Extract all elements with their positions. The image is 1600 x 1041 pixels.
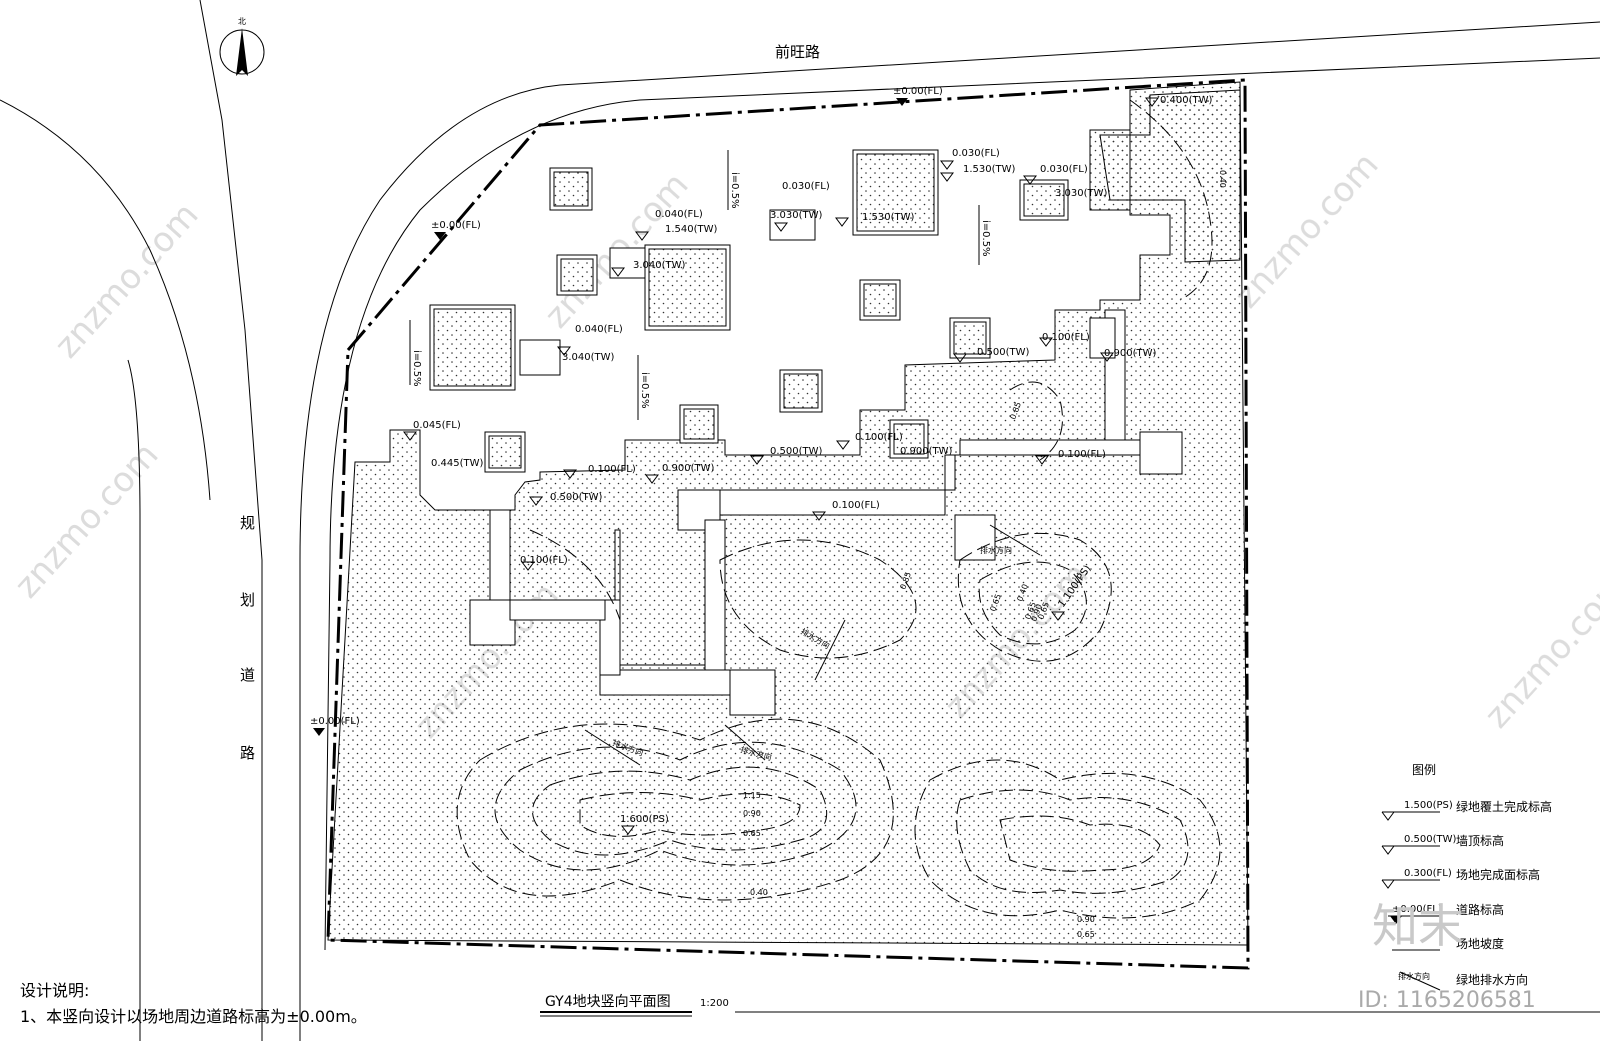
elevation-label: ±0.00(FL): [310, 716, 360, 727]
slope-label: i=0.5%: [639, 372, 650, 409]
elevation-label: 0.500(TW): [977, 347, 1030, 358]
elevation-label: 1.530(TW): [963, 164, 1016, 175]
contour-label: 0.40: [1218, 170, 1227, 188]
slope-label: i=0.5%: [980, 220, 991, 257]
north-label: 北: [238, 17, 246, 26]
notes-heading: 设计说明:: [20, 981, 90, 1000]
contour-label: 0.40: [750, 888, 768, 897]
elevation-label: 0.040(FL): [575, 324, 623, 335]
legend-text: 道路标高: [1456, 902, 1504, 917]
contour-lines: [456, 99, 1221, 919]
elevation-label: 3.030(TW): [1055, 188, 1108, 199]
legend-code: 1.500(PS): [1404, 800, 1453, 811]
elevation-markers: [313, 98, 908, 736]
elevation-label: 3.040(TW): [633, 260, 686, 271]
elevation-label: 0.030(FL): [1040, 164, 1088, 175]
legend-text: 场地坡度: [1456, 936, 1504, 951]
contour-label: 0.90: [743, 809, 761, 818]
elevation-label: ±0.00(FL): [893, 86, 943, 97]
contour-label: 1.15: [743, 791, 761, 800]
elevation-label: 0.100(FL): [1058, 449, 1106, 460]
elevation-label: 0.045(FL): [413, 420, 461, 431]
elevation-label: ±0.00(FL): [431, 220, 481, 231]
elevation-label: 1.540(TW): [665, 224, 718, 235]
scale-text: 1:200: [700, 998, 729, 1009]
notes-line: 1、本竖向设计以场地周边道路标高为±0.00m。: [20, 1007, 367, 1026]
elevation-labels: ±0.00(FL) ±0.00(FL) ±0.00(FL) 0.400(TW) …: [310, 86, 1213, 825]
title-text: GY4地块竖向平面图: [545, 994, 671, 1010]
contour-label: 0.65: [1077, 930, 1095, 939]
north-arrow[interactable]: 北: [219, 17, 265, 76]
road-char: 规: [240, 514, 255, 532]
legend-code: 排水方向: [1398, 971, 1430, 981]
legend-text: 场地完成面标高: [1456, 867, 1540, 882]
road-name-left: 规 划 道 路: [240, 514, 255, 762]
site-boundary: [326, 78, 1250, 970]
elevation-label: 0.400(TW): [1160, 95, 1213, 106]
elevation-label: 0.100(FL): [588, 464, 636, 475]
slope-labels: i=0.5% i=0.5% i=0.5% i=0.5%: [409, 150, 991, 420]
legend-code: 0.300(FL): [1404, 868, 1452, 879]
green-area-top-right: [1099, 89, 1241, 263]
legend-text: 绿地覆土完成标高: [1456, 799, 1552, 814]
slope-label: i=0.5%: [411, 350, 422, 387]
elevation-label: 0.100(FL): [520, 555, 568, 566]
road-char: 划: [240, 591, 255, 609]
road-char: 路: [240, 744, 255, 762]
watermark-text: znzmo.com: [1227, 145, 1387, 316]
legend-heading: 图例: [1412, 763, 1436, 777]
design-notes: 设计说明: 1、本竖向设计以场地周边道路标高为±0.00m。: [20, 978, 367, 1030]
elevation-label: 0.030(FL): [782, 181, 830, 192]
elevation-label: 0.030(FL): [952, 148, 1000, 159]
legend-code: 0.500(TW): [1404, 834, 1457, 845]
elevation-label: 0.500(TW): [770, 446, 823, 457]
elevation-label: 0.040(FL): [655, 209, 703, 220]
elevation-label: 0.100(FL): [832, 500, 880, 511]
elevation-label: 0.100(FL): [855, 432, 903, 443]
brand-logo: 知末: [1372, 899, 1464, 953]
slope-label: i=0.5%: [729, 172, 740, 209]
elevation-label: 0.500(TW): [550, 492, 603, 503]
elevation-label: 3.030(TW): [770, 210, 823, 221]
elevation-label: 1.530(TW): [862, 212, 915, 223]
elevation-markers-open: [403, 97, 1159, 835]
contour-label: 0.90: [1077, 915, 1095, 924]
watermark-text: znzmo.com: [1477, 565, 1600, 736]
legend-code: ±0.00(FL): [1392, 904, 1442, 915]
drawing-title: GY4地块竖向平面图 1:200: [540, 994, 729, 1017]
elevation-label: 0.900(TW): [1104, 348, 1157, 359]
elevation-label: 1.600(PS): [620, 814, 669, 825]
drain-label: 排水方向: [980, 545, 1012, 555]
elevation-label: 0.900(TW): [900, 446, 953, 457]
road-char: 道: [240, 666, 255, 684]
elevation-label: 0.445(TW): [431, 458, 484, 469]
legend: 图例 1.500(PS) 绿地覆土完成标高 0.500(TW) 墙顶标高 0.3…: [1381, 763, 1552, 991]
elevation-label: 3.040(TW): [562, 352, 615, 363]
road-name-top: 前旺路: [775, 43, 820, 61]
elevation-label: 0.900(TW): [662, 463, 715, 474]
legend-text: 墙顶标高: [1456, 833, 1504, 848]
planters: [429, 149, 1116, 473]
elevation-label: 0.100(FL): [1042, 332, 1090, 343]
legend-text: 绿地排水方向: [1456, 972, 1528, 987]
contour-label: 0.65: [743, 829, 761, 838]
resource-id: ID: 1165206581: [1358, 988, 1536, 1013]
watermark-text: znzmo.com: [7, 435, 167, 606]
